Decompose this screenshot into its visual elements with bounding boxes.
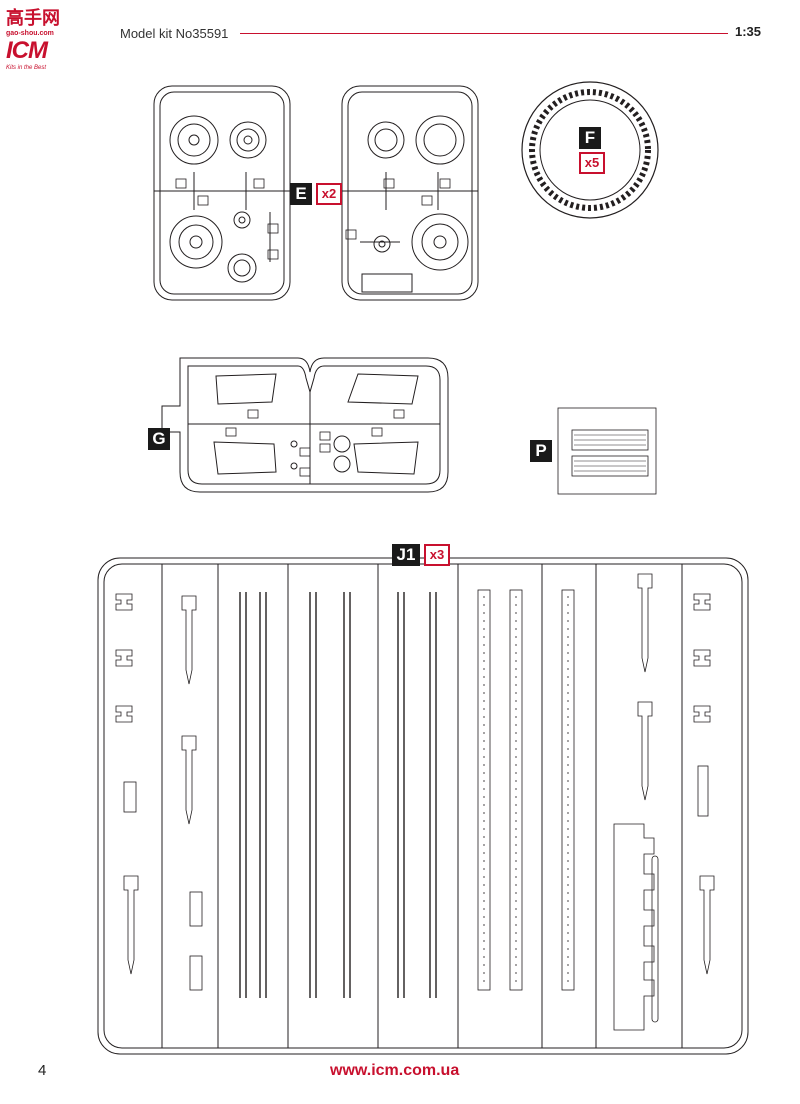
sprue-e-multiplier: x2 — [316, 183, 342, 205]
sprue-p-label: P — [530, 440, 552, 462]
sprue-j1-multiplier: x3 — [424, 544, 450, 566]
sprue-f-label: F — [579, 127, 601, 149]
scale-label: 1:35 — [735, 24, 762, 39]
sprue-p-drawing — [557, 407, 657, 495]
website-link[interactable]: www.icm.com.ua — [330, 1062, 460, 1079]
logo-cn-text: 高手网 — [6, 8, 60, 29]
logo-site: gao-shou.com — [6, 30, 54, 37]
sprue-e-label: E — [290, 183, 312, 205]
header-rule — [240, 33, 728, 34]
icm-logo: 高手网 gao-shou.com ICM Kits in the Best — [6, 4, 106, 74]
logo-tagline: Kits in the Best — [6, 65, 47, 71]
sprue-j1-drawing — [97, 557, 749, 1055]
logo-brand: ICM — [6, 37, 48, 64]
page-number: 4 — [38, 1062, 47, 1079]
page-title: Model kit No35591 — [120, 26, 229, 41]
sprue-j1-label: J1 — [392, 544, 420, 566]
sprue-f-multiplier: x5 — [579, 152, 605, 174]
sprue-g-label: G — [148, 428, 170, 450]
sprue-f-tire-drawing — [521, 81, 659, 219]
sprue-g-drawing — [161, 357, 449, 493]
sprue-e-drawing — [153, 85, 479, 301]
